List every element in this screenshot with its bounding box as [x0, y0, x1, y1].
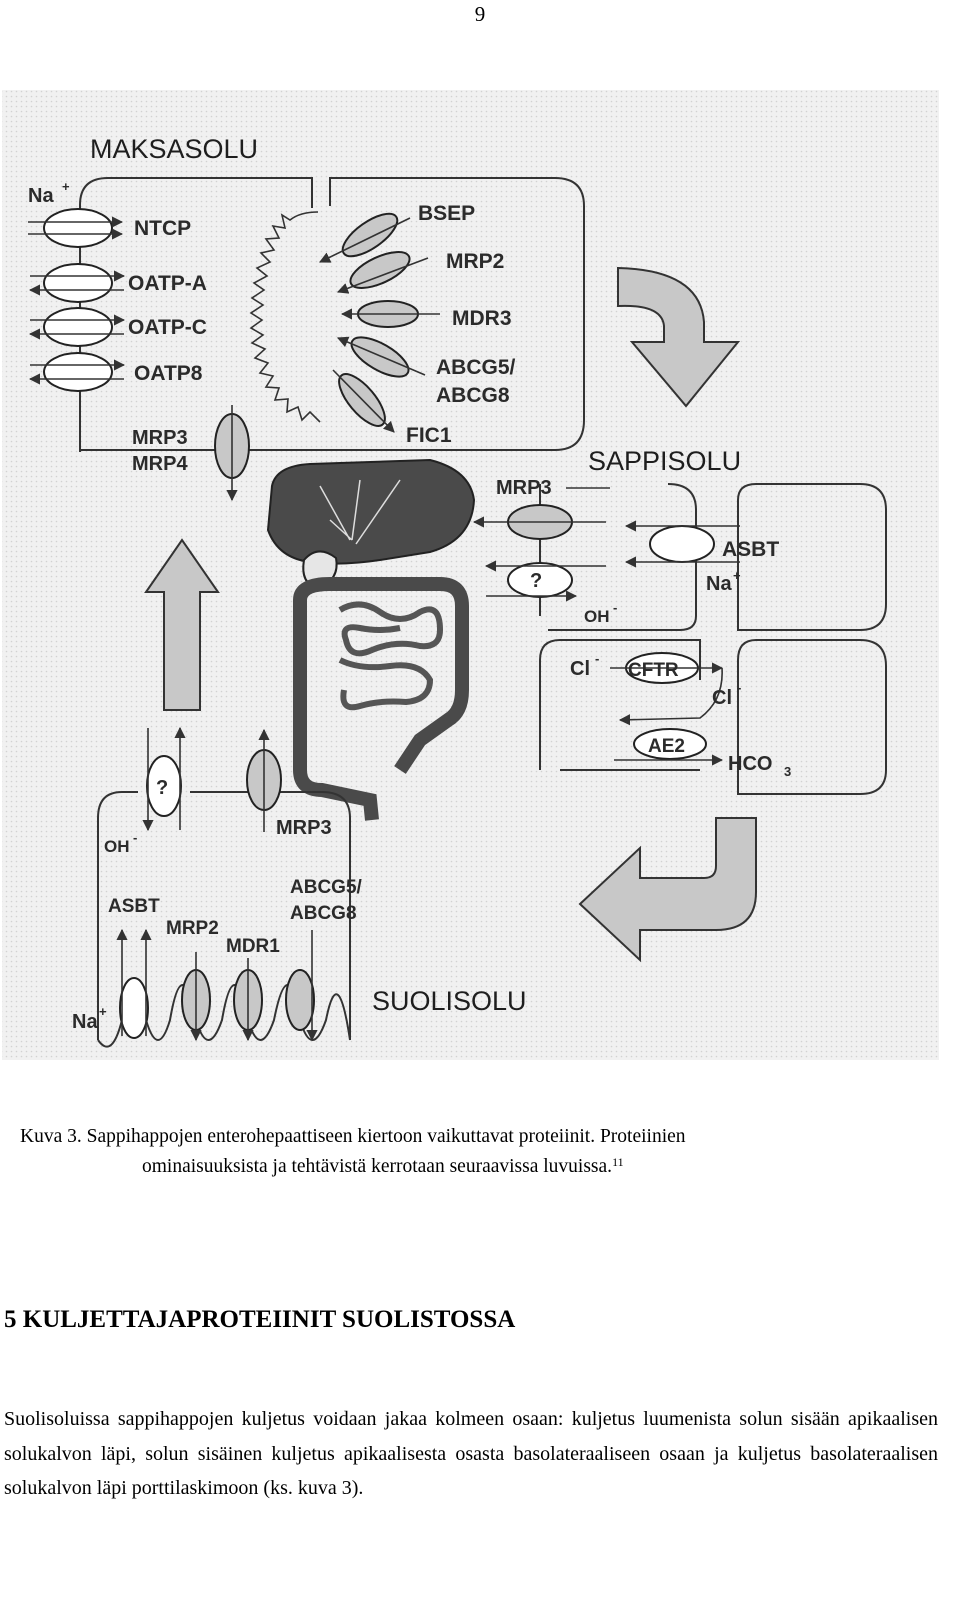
label-mrp4-liver: MRP4: [132, 453, 188, 475]
label-oatp-a: OATP-A: [128, 272, 207, 295]
transporter-mdr3: [340, 300, 440, 328]
transporter-unknown-intestine: [142, 726, 186, 832]
cholangiocyte-lower-left-cell: [539, 639, 701, 771]
label-na-cholangiocyte: Na: [706, 573, 732, 595]
label-abcg5-liver: ABCG5/: [436, 356, 516, 379]
label-maksasolu: MAKSASOLU: [90, 134, 258, 164]
label-cl-1: Cl: [570, 658, 590, 680]
figure-caption: Kuva 3. Sappihappojen enterohepaattiseen…: [20, 1122, 945, 1182]
na-plus-sign-liver: +: [62, 179, 70, 194]
flow-arrow-up: [144, 538, 220, 711]
intestinal-cell-membrane: [97, 791, 351, 1040]
canalicular-microvilli: [249, 211, 321, 423]
small-intestine: [338, 601, 444, 711]
transporter-asbt-cholangiocyte: [624, 520, 740, 568]
transporter-mrp2-liver: [336, 251, 429, 294]
transporter-cftr: [610, 652, 724, 726]
liver-cell-left-membrane: [79, 177, 313, 452]
label-asbt-intestine: ASBT: [108, 896, 160, 917]
caption-line-1: Kuva 3. Sappihappojen enterohepaattiseen…: [20, 1126, 686, 1147]
caption-reference: 11: [612, 1155, 624, 1169]
cl-minus-sign-1: -: [595, 651, 599, 666]
label-na-intestine: Na: [72, 1011, 98, 1033]
transporter-fic1: [332, 369, 395, 433]
transporter-ae2: [614, 728, 724, 766]
label-mrp2-liver: MRP2: [446, 250, 504, 273]
transporter-mdr1: [233, 958, 263, 1042]
label-abcg8-intestine: ABCG8: [290, 903, 357, 924]
label-oh-intestine: OH: [104, 837, 130, 856]
transporter-mrp3-intestine: [246, 728, 282, 832]
label-unknown-intestine: ?: [156, 777, 168, 799]
enterohepatic-circulation-figure: MAKSASOLU Na + NTCP OATP-A OA: [0, 88, 960, 1068]
label-mrp2-intestine: MRP2: [166, 918, 219, 939]
caption-line-2-text: ominaisuuksista ja tehtävistä kerrotaan …: [142, 1156, 613, 1177]
label-mrp3-intestine: MRP3: [276, 817, 332, 839]
label-abcg5-intestine: ABCG5/: [290, 877, 363, 898]
na-plus-sign-cholangiocyte: +: [733, 568, 741, 583]
label-oh-cholangiocyte: OH: [584, 607, 610, 626]
label-ntcp: NTCP: [134, 217, 191, 240]
label-cl-2: Cl: [712, 687, 732, 709]
cholangiocyte-lower-right-cell: [737, 639, 887, 795]
label-na-liver: Na: [28, 185, 54, 207]
label-ae2: AE2: [648, 736, 685, 757]
cl-minus-sign-2: -: [737, 680, 741, 695]
label-oatp-c: OATP-C: [128, 316, 207, 339]
intestinal-cell: ? OH - MRP3 ASBT MRP2 MDR1 ABCG5/ ABCG8: [72, 726, 527, 1048]
label-oatp8: OATP8: [134, 362, 203, 385]
large-intestine: [293, 577, 469, 821]
liver-organ: [266, 458, 476, 565]
label-mdr1: MDR1: [226, 936, 280, 957]
oh-minus-sign-cholangiocyte: -: [613, 600, 617, 615]
label-fic1: FIC1: [406, 424, 452, 447]
label-mrp3-cholangiocyte: MRP3: [496, 477, 552, 499]
label-suolisolu: SUOLISOLU: [372, 986, 527, 1016]
label-cftr: CFTR: [628, 660, 679, 681]
oh-minus-sign-intestine: -: [133, 830, 137, 845]
label-bsep: BSEP: [418, 202, 475, 225]
transporter-ntcp: [28, 208, 124, 248]
transporter-asbt-intestine: [116, 928, 152, 1039]
transporter-abcg5-abcg8-liver: [336, 336, 426, 378]
transporter-oatp8: [28, 352, 126, 392]
organ-illustration: [266, 458, 476, 821]
na-plus-sign-intestine: +: [99, 1004, 107, 1019]
label-sappisolu: SAPPISOLU: [588, 446, 741, 476]
liver-cell-right-membrane: [80, 177, 585, 451]
page-number: 9: [474, 2, 486, 26]
transporter-bsep: [318, 212, 411, 263]
transporter-mrp2-intestine: [181, 952, 211, 1042]
label-mdr3: MDR3: [452, 307, 512, 330]
cholangiocyte: SAPPISOLU MRP3 ? OH - ASBT Na +: [472, 446, 887, 795]
body-paragraph: Suolisoluissa sappihappojen kuljetus voi…: [4, 1408, 938, 1499]
section-heading: 5 KULJETTAJAPROTEIINIT SUOLISTOSSA: [4, 1306, 516, 1333]
label-unknown-cholangiocyte: ?: [530, 570, 542, 592]
transporter-abcg5-abcg8-intestine: [285, 930, 318, 1042]
label-asbt-cholangiocyte: ASBT: [722, 538, 779, 561]
transporter-oatp-c: [28, 307, 126, 347]
label-hco3-subscript: 3: [784, 764, 791, 779]
transporter-mrp3-mrp4-liver: [214, 405, 250, 502]
label-mrp3-liver: MRP3: [132, 427, 188, 449]
label-abcg8-liver: ABCG8: [436, 384, 510, 407]
transporter-unknown-cholangiocyte: [484, 560, 606, 602]
transporter-oatp-a: [28, 263, 126, 303]
label-hco3: HCO: [728, 753, 772, 775]
liver-cell: MAKSASOLU Na + NTCP OATP-A OA: [28, 134, 585, 502]
flow-arrow-down-left: [578, 817, 757, 963]
cholangiocyte-right-cell: [737, 483, 887, 631]
caption-line-2: ominaisuuksista ja tehtävistä kerrotaan …: [20, 1152, 945, 1182]
flow-arrow-down-right: [617, 266, 741, 408]
transporter-mrp3-cholangiocyte: [472, 504, 606, 540]
